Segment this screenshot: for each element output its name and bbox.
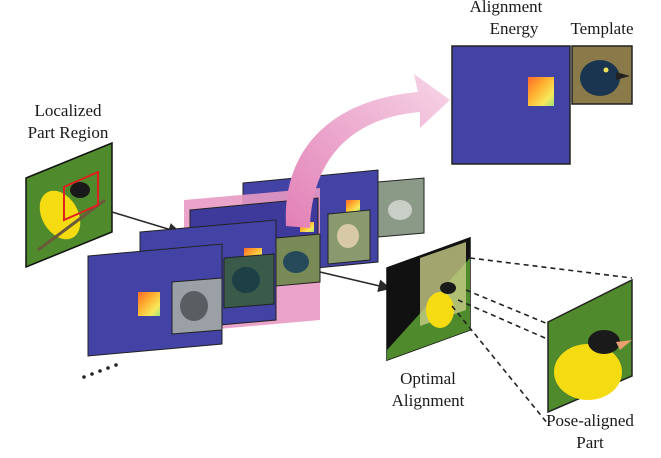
flow-arrow-1 xyxy=(111,211,182,236)
template-plane-1 xyxy=(87,243,223,357)
optimal-alignment-label-line1: Optimal xyxy=(400,369,456,388)
localized-label-line1: Localized xyxy=(34,101,102,120)
energy-heatmap xyxy=(528,77,554,106)
optimal-alignment-label-line2: Alignment xyxy=(392,391,465,410)
alignment-energy-panel xyxy=(451,45,571,165)
template-image xyxy=(571,45,633,105)
pose-aligned-label-line1: Pose-aligned xyxy=(546,411,634,430)
more-templates-ellipsis xyxy=(82,363,118,379)
curved-arrow xyxy=(285,74,450,228)
correspondence-lines xyxy=(451,257,633,425)
pose-aligned-part-image xyxy=(547,278,633,414)
alignment-energy-label-line1: Alignment xyxy=(470,0,543,16)
pose-aligned-label-line2: Part xyxy=(576,433,604,452)
alignment-energy-label-line2: Energy xyxy=(490,19,539,38)
localized-label-line2: Part Region xyxy=(28,123,109,142)
part-region-box xyxy=(63,170,99,222)
optimal-alignment-image xyxy=(386,236,471,362)
template-label: Template xyxy=(570,19,633,38)
localized-part-image xyxy=(25,141,113,269)
flow-arrow-2 xyxy=(319,271,392,293)
